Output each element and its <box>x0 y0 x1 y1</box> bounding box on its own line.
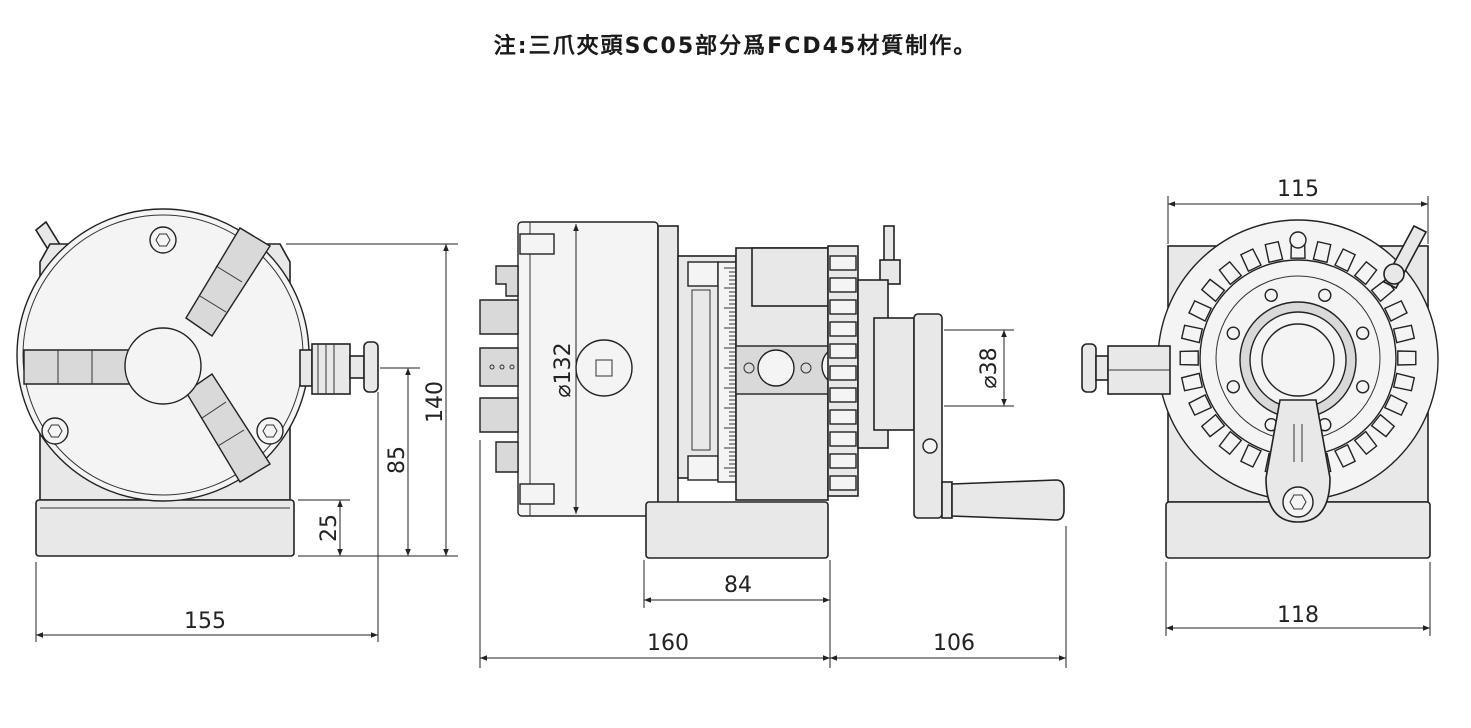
gear-tooth <box>829 409 857 425</box>
chuck-bolt-top-icon <box>149 226 177 254</box>
bolt-hole-icon <box>1318 288 1332 302</box>
ring-tooth <box>1383 394 1408 417</box>
front-view-chuck: 155 140 85 25 <box>16 208 458 642</box>
ring-tooth <box>1200 413 1226 438</box>
dim-160: 160 <box>647 631 689 656</box>
gear-tooth <box>829 431 857 447</box>
ring-tooth <box>1188 394 1213 417</box>
dim-155: 155 <box>184 609 226 634</box>
dim-85: 85 <box>385 446 410 474</box>
rear-view-index-plate: 115 118 <box>1081 177 1439 636</box>
side-view: ⌀132 <box>479 221 1067 668</box>
bolt-hole-icon <box>1226 380 1241 394</box>
ring-tooth <box>1370 413 1396 438</box>
side-lock-knob <box>299 341 379 395</box>
material-note: 注:三爪夾頭SC05部分爲FCD45材質制作。 <box>493 34 978 59</box>
ring-tooth <box>1218 260 1243 286</box>
graduation-scale <box>724 267 736 477</box>
gear-tooth <box>829 343 857 359</box>
ring-tooth <box>1392 372 1416 392</box>
bolt-hole-icon <box>1355 380 1370 394</box>
ring-tooth <box>1353 260 1378 286</box>
dim-84: 84 <box>724 573 752 598</box>
bolt-hole-icon <box>1264 288 1278 302</box>
chuck-bolt-right-icon <box>256 417 284 445</box>
ring-tooth <box>1218 430 1243 456</box>
ring-tooth <box>1312 240 1332 264</box>
dim-115: 115 <box>1277 177 1319 202</box>
ring-tooth <box>1200 278 1226 303</box>
dim-dia-132: ⌀132 <box>551 342 576 397</box>
ring-tooth <box>1180 372 1204 392</box>
ring-tooth <box>1383 299 1408 322</box>
dim-118: 118 <box>1277 603 1319 628</box>
gear-tooth <box>829 255 857 271</box>
ring-tooth <box>1397 350 1417 366</box>
ring-tooth <box>1264 240 1284 264</box>
ring-tooth <box>1353 430 1378 456</box>
gear-tooth <box>829 299 857 315</box>
bolt-hole-icon <box>1355 326 1370 340</box>
dim-140: 140 <box>423 381 448 423</box>
ring-tooth <box>1180 324 1204 344</box>
ring-tooth <box>1239 248 1262 273</box>
rear-side-knob <box>1081 343 1171 395</box>
gear-tooth <box>829 453 857 469</box>
ring-tooth <box>1188 299 1213 322</box>
gear-tooth <box>829 475 857 491</box>
bolt-circle <box>1226 288 1370 432</box>
indexing-gear <box>829 255 857 491</box>
ring-tooth <box>1239 443 1262 468</box>
dim-106: 106 <box>933 631 975 656</box>
dim-25: 25 <box>317 514 342 542</box>
gear-tooth <box>829 277 857 293</box>
ring-tooth <box>1392 324 1416 344</box>
ring-tooth <box>1334 248 1357 273</box>
bolt-hole-icon <box>1226 326 1241 340</box>
ring-tooth <box>1179 350 1199 366</box>
gear-tooth <box>829 365 857 381</box>
arm-bolt-icon <box>1282 486 1314 518</box>
gear-tooth <box>829 387 857 403</box>
dim-dia-38: ⌀38 <box>977 347 1002 388</box>
ring-tooth <box>1334 443 1357 468</box>
gear-tooth <box>829 321 857 337</box>
chuck-bolt-left-icon <box>41 417 69 445</box>
